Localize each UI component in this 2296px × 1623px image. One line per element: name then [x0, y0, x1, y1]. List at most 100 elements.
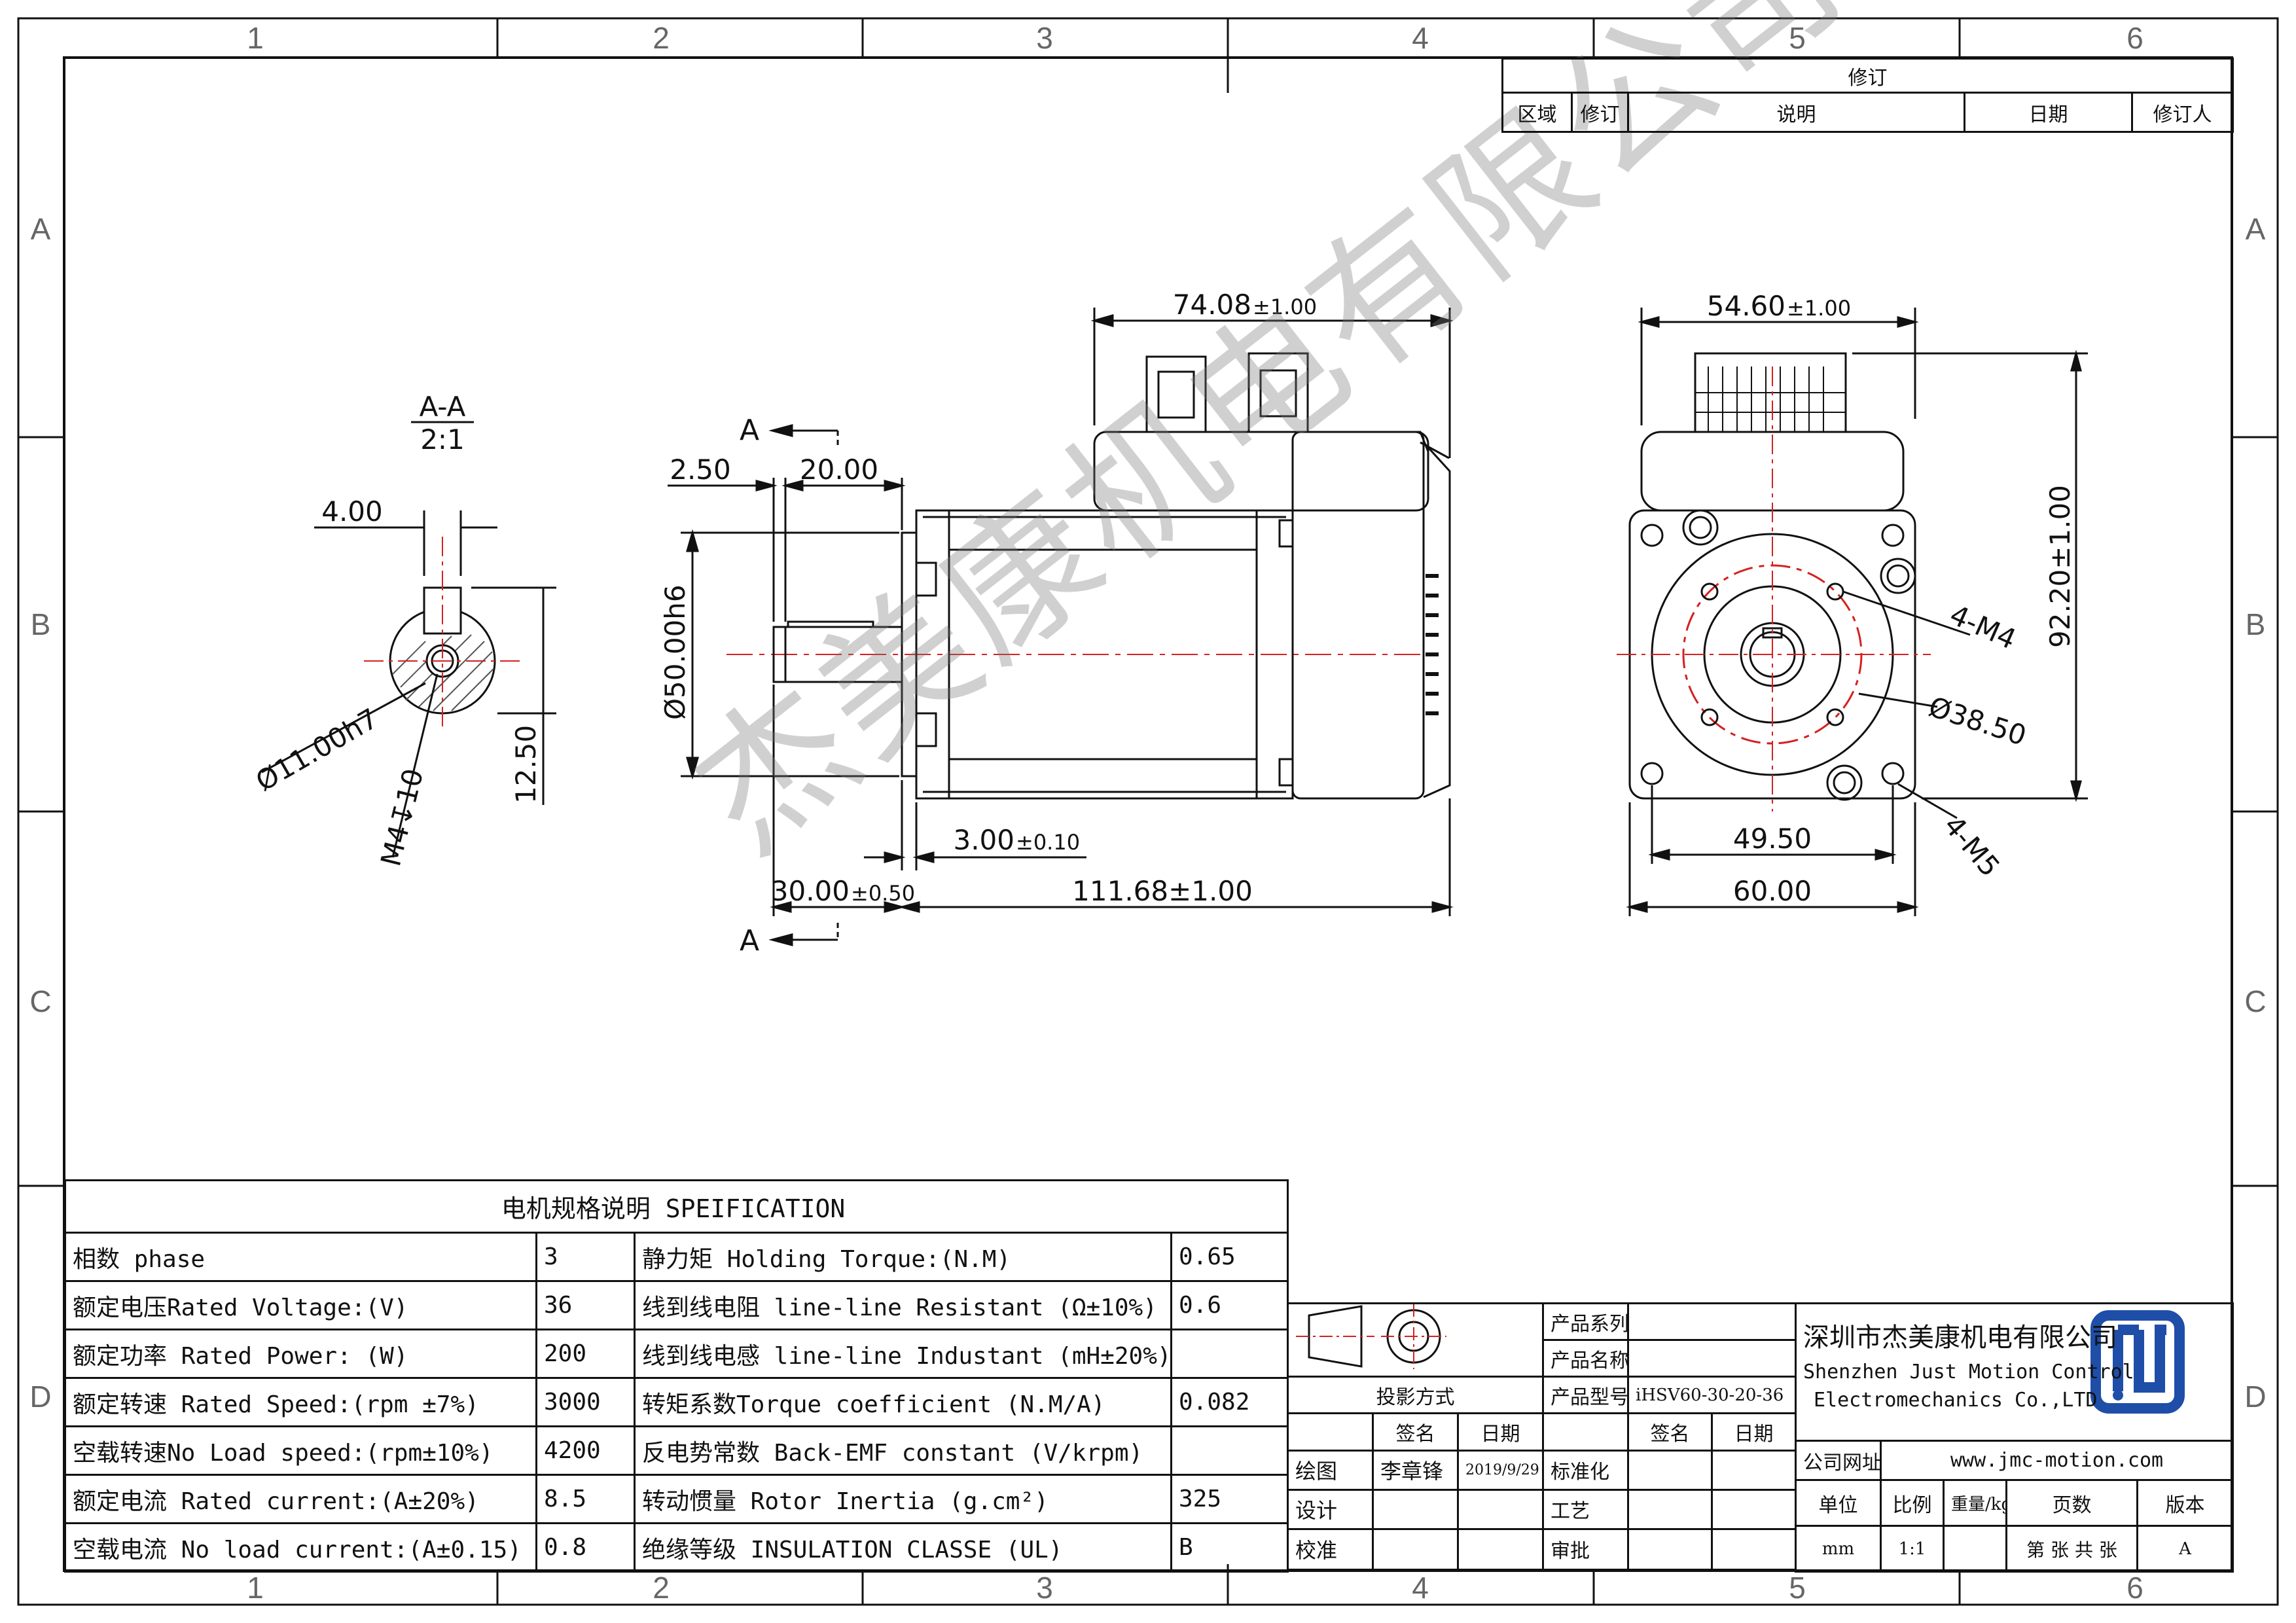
spec-value: 200 — [535, 1329, 636, 1379]
standard-label: 标准化 — [1542, 1449, 1630, 1491]
spec-value: 0.8 — [535, 1522, 636, 1573]
section-view: A-A 2:1 4.00 12.50 Ø11.00h7 M4↧10 — [251, 391, 556, 869]
date-label-2: 日期 — [1711, 1412, 1797, 1452]
company-name-en-2: Electromechanics Co.,LTD — [1814, 1389, 2098, 1412]
col-label-4-bottom: 4 — [1412, 1571, 1429, 1605]
spec-label: 额定转速 Rated Speed:(rpm ±7%) — [64, 1377, 537, 1427]
section-title: A-A — [420, 391, 466, 423]
spec-value: 0.082 — [1170, 1377, 1289, 1427]
dim-width-top-tol: ±1.00 — [1787, 296, 1851, 321]
sign-label-2: 签名 — [1627, 1412, 1713, 1452]
version-label: 版本 — [2136, 1479, 2234, 1527]
dim-height: 92.20±1.00 — [2044, 485, 2076, 648]
spec-value: 8.5 — [535, 1474, 636, 1524]
spec-value: 4200 — [535, 1425, 636, 1476]
section-mark-bottom: A — [740, 924, 759, 957]
sign-label: 签名 — [1372, 1412, 1459, 1452]
draw-date: 2019/9/29 — [1456, 1449, 1545, 1491]
design-label: 设计 — [1287, 1488, 1374, 1530]
label-4-m4: 4-M4 — [1945, 598, 2021, 655]
drawer: 李章锋 — [1372, 1449, 1459, 1491]
revision-header-reviser: 修订人 — [2130, 92, 2234, 133]
row-label-d: D — [29, 1380, 51, 1414]
dim-key-height: 12.50 — [510, 725, 542, 804]
section-mark-top: A — [740, 414, 759, 447]
spec-label: 额定电压Rated Voltage:(V) — [64, 1280, 537, 1330]
spec-value: 325 — [1170, 1474, 1289, 1524]
m4-holes — [1700, 582, 1844, 726]
zone-ticks — [18, 18, 2278, 1605]
spec-label: 线到线电阻 line-line Resistant (Ω±10%) — [634, 1280, 1172, 1330]
unit-label: 单位 — [1795, 1479, 1882, 1527]
row-label-b: B — [31, 607, 51, 641]
dim-pilot: Ø50.00h6 — [659, 584, 691, 720]
product-name-label: 产品名称 — [1542, 1339, 1630, 1378]
spec-value: 0.65 — [1170, 1232, 1289, 1282]
revision-header-rev: 修订 — [1571, 92, 1629, 133]
col-label-3-bottom: 3 — [1036, 1571, 1053, 1605]
spec-label: 转矩系数Torque coefficient (N.M/A) — [634, 1377, 1172, 1427]
col-label-6-bottom: 6 — [2126, 1571, 2144, 1605]
spec-label: 静力矩 Holding Torque:(N.M) — [634, 1232, 1172, 1282]
pages-label: 页数 — [2005, 1479, 2138, 1527]
col-label-6: 6 — [2126, 21, 2144, 55]
connector-2 — [1247, 352, 1309, 433]
spec-label: 线到线电感 line-line Industant (mH±20%) — [634, 1329, 1172, 1379]
dim-length-top: 74.08 — [1173, 289, 1251, 321]
dim-key-width: 4.00 — [321, 495, 383, 527]
spec-label: 相数 phase — [64, 1232, 537, 1282]
side-view: 74.08 ±1.00 A A 2.50 20.00 Ø50.00h6 3.00… — [659, 289, 1454, 957]
spec-label: 空载转速No Load speed:(rpm±10%) — [64, 1425, 537, 1476]
col-label-4: 4 — [1412, 21, 1429, 55]
spec-label: 额定功率 Rated Power: (W) — [64, 1329, 537, 1379]
spec-value: 36 — [535, 1280, 636, 1330]
company-name-en-1: Shenzhen Just Motion Control — [1803, 1361, 2134, 1383]
col-label-5: 5 — [1789, 21, 1806, 55]
website-label: 公司网址 — [1795, 1440, 1882, 1481]
process-label: 工艺 — [1542, 1488, 1630, 1530]
pages-value: 第 张 共 张 — [2005, 1525, 2138, 1573]
spec-label: 反电势常数 Back-EMF constant (V/krpm) — [634, 1425, 1172, 1476]
projection-label: 投影方式 — [1286, 1376, 1545, 1415]
front-view: 54.60 ±1.00 92.20±1.00 4-M4 Ø38.50 4-M5 … — [1617, 290, 2088, 916]
dim-20-00: 20.00 — [800, 454, 878, 486]
col-label-1: 1 — [247, 21, 264, 55]
dim-30-00-tol: ±0.50 — [851, 881, 915, 906]
draw-label: 绘图 — [1287, 1449, 1374, 1491]
section-scale: 2:1 — [420, 423, 465, 455]
spec-value — [1170, 1425, 1289, 1476]
connector-1 — [1145, 355, 1207, 433]
spec-value: 3 — [535, 1232, 636, 1282]
label-4-m5: 4-M5 — [1937, 810, 2006, 883]
ratio-value: 1:1 — [1880, 1525, 1945, 1573]
date-label: 日期 — [1456, 1412, 1545, 1452]
row-label-b-right: B — [2246, 607, 2266, 641]
title-block-right: 深圳市杰美康机电有限公司 Shenzhen Just Motion Contro… — [1794, 1302, 2234, 1573]
weight-label: 重量/kg — [1943, 1479, 2007, 1527]
dim-width-top: 54.60 — [1707, 290, 1785, 322]
row-label-c-right: C — [2244, 984, 2266, 1018]
dim-length-top-tol: ±1.00 — [1253, 294, 1317, 319]
revision-title: 修订 — [1501, 58, 2234, 94]
zone-labels: 1 2 3 4 5 6 1 2 3 4 5 6 A B C D A B C D — [29, 21, 2266, 1605]
approve-label: 审批 — [1542, 1527, 1630, 1571]
driver-box — [1093, 431, 1429, 512]
website[interactable]: www.jmc-motion.com — [1879, 1440, 2234, 1481]
row-label-d-right: D — [2244, 1380, 2266, 1414]
dim-3-00: 3.00 — [953, 824, 1014, 856]
dim-3-00-tol: ±0.10 — [1016, 830, 1080, 855]
revision-header-date: 日期 — [1964, 92, 2133, 133]
revision-header-area: 区域 — [1501, 92, 1573, 133]
dim-flange: 60.00 — [1733, 875, 1812, 907]
dim-hole-pitch: 49.50 — [1733, 823, 1812, 855]
ratio-label: 比例 — [1880, 1479, 1945, 1527]
check-label: 校准 — [1287, 1527, 1374, 1571]
spec-label: 绝缘等级 INSULATION CLASSE (UL) — [634, 1522, 1172, 1573]
row-label-a-right: A — [2246, 212, 2266, 246]
product-model-label: 产品型号 — [1542, 1376, 1630, 1415]
col-label-2: 2 — [653, 21, 670, 55]
spec-label: 额定电流 Rated current:(A±20%) — [64, 1474, 537, 1524]
